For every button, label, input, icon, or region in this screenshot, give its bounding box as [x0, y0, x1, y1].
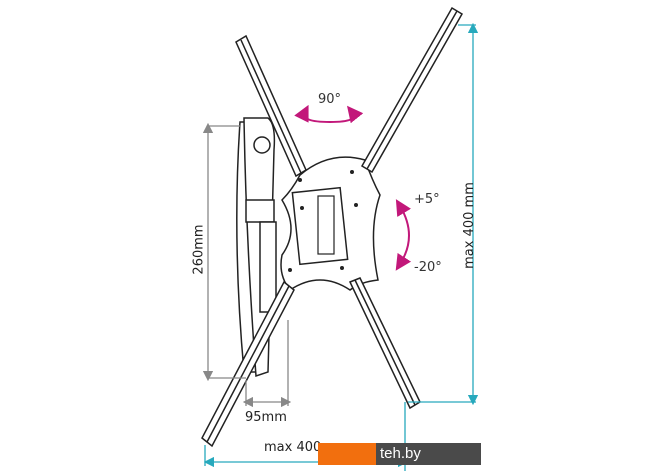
- depth-dimension: [242, 320, 292, 408]
- logo-orange-block: [318, 443, 376, 465]
- tilt-up-label: +5°: [414, 192, 440, 207]
- horizontal-max-label: max 400: [264, 440, 322, 455]
- depth-label: 95mm: [245, 410, 287, 425]
- logo-text: teh.by: [376, 443, 481, 465]
- watermark-logo: teh.by: [318, 443, 481, 465]
- height-dimension: [202, 122, 246, 382]
- vertical-max-dimension: [408, 22, 479, 406]
- swivel-arrow-icon: [294, 104, 364, 124]
- height-label: 260mm: [191, 224, 207, 275]
- tilt-down-label: -20°: [414, 260, 442, 275]
- mounting-arms: [201, 6, 464, 448]
- tilt-arrow-icon: [395, 199, 412, 271]
- swivel-label: 90°: [318, 92, 342, 107]
- vertical-max-label: max 400 mm: [461, 182, 477, 269]
